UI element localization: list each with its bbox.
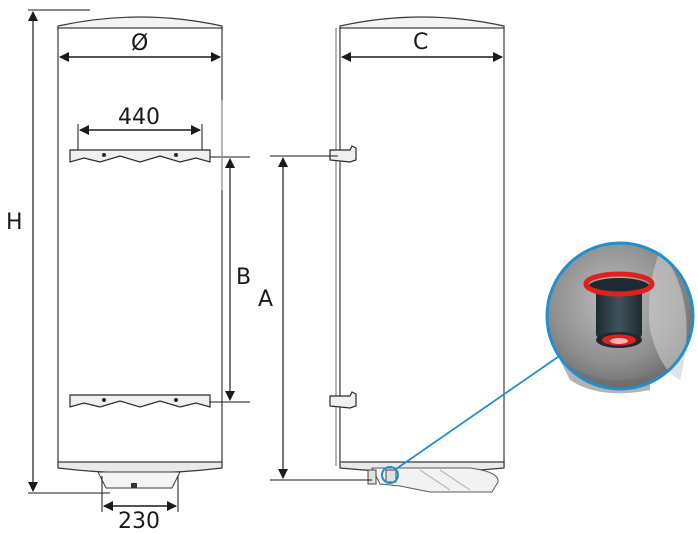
height-dimension: H: [4, 9, 110, 494]
callout-highlight: [381, 466, 399, 484]
front-tank-top-cap: [57, 16, 223, 31]
valve-icon: [583, 271, 655, 348]
front-tank-drain: [131, 483, 137, 488]
front-tank-body: [57, 27, 223, 467]
bracket-width-label: 440: [118, 105, 160, 130]
side-lower-bracket: [329, 391, 357, 409]
bracket-width-dimension: 440: [77, 105, 203, 150]
diameter-dimension: Ø: [59, 31, 221, 62]
mount-height-label: A: [258, 287, 273, 312]
side-tank-body: [339, 27, 505, 467]
side-upper-bracket: [329, 145, 357, 163]
valve-zoom-bubble: [545, 241, 695, 394]
lower-bracket: [69, 394, 211, 408]
front-tank-bottom-cap: [57, 461, 223, 474]
bottom-width-dimension: 230: [101, 476, 179, 534]
diameter-label: Ø: [131, 31, 148, 56]
bottom-width-label: 230: [118, 509, 160, 534]
side-tank: [335, 16, 505, 493]
depth-dimension: C: [341, 30, 503, 62]
upper-bracket: [69, 149, 211, 163]
depth-label: C: [413, 30, 428, 55]
callout-leader: [395, 349, 569, 470]
bracket-spacing-label: B: [236, 265, 251, 290]
bracket-spacing-dimension: B: [210, 100, 252, 403]
side-tank-top-cap: [339, 16, 505, 31]
valve-callout: [381, 349, 569, 484]
front-tank: [57, 16, 223, 489]
height-label: H: [6, 210, 23, 235]
mount-height-dimension: A: [256, 155, 372, 481]
front-tank-bottom-cover: [97, 471, 181, 489]
